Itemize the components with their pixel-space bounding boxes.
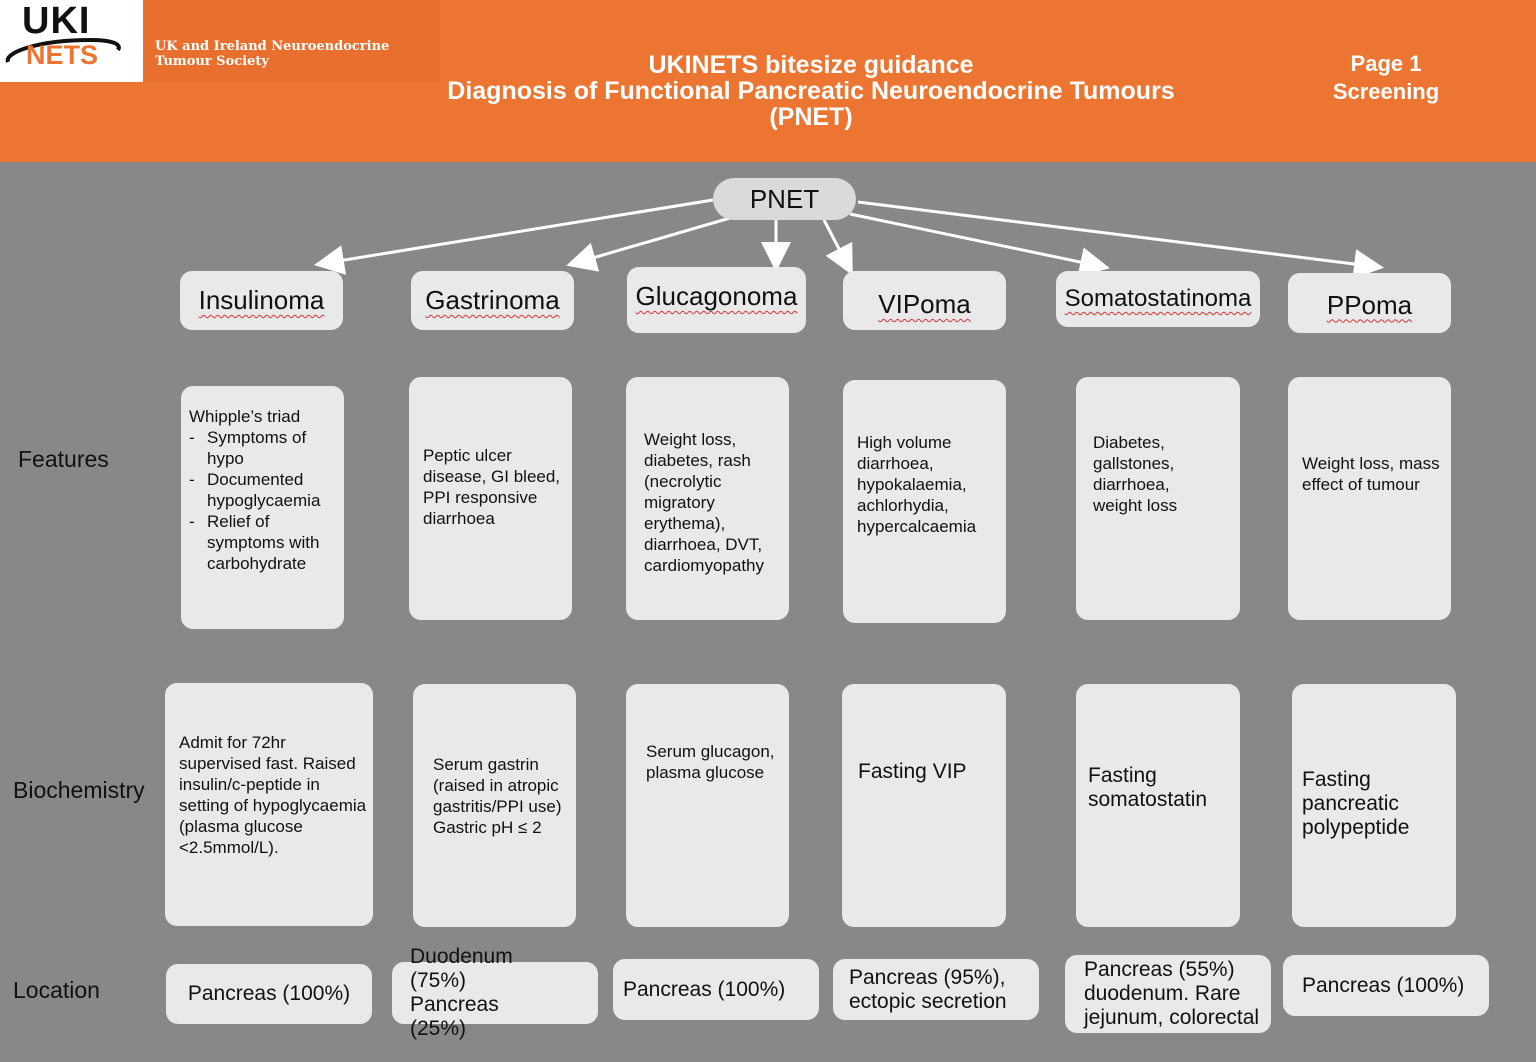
features-vipoma: High volume diarrhoea, hypokalaemia, ach…	[843, 380, 1006, 623]
arrow-to-ppoma	[857, 200, 1384, 279]
features-ppoma: Weight loss, mass effect of tumour	[1288, 377, 1451, 620]
location-insulinoma: Pancreas (100%)	[166, 964, 372, 1024]
page-section: Screening	[1332, 79, 1440, 104]
tumour-name-insulinoma: Insulinoma	[180, 271, 343, 330]
pnet-root-node: PNET	[713, 178, 856, 220]
logo-uki-text: UKI	[22, 0, 91, 42]
features-insulinoma-list: Symptoms of hypo Documented hypoglycaemi…	[189, 427, 338, 574]
row-label-location: Location	[13, 977, 100, 1003]
page-title: UKINETS bitesize guidance Diagnosis of F…	[400, 52, 1222, 130]
tumour-name-glucagonoma: Glucagonoma	[627, 267, 806, 333]
title-line-3: (PNET)	[769, 103, 853, 131]
row-label-biochemistry: Biochemistry	[13, 777, 145, 803]
biochemistry-insulinoma: Admit for 72hr supervised fast. Raised i…	[165, 683, 373, 926]
features-insulinoma-heading: Whipple’s triad	[189, 407, 301, 426]
tumour-name-somatostatinoma: Somatostatinoma	[1056, 271, 1260, 327]
page-number: Page 1	[1350, 51, 1422, 76]
society-band	[143, 0, 440, 82]
features-gastrinoma: Peptic ulcer disease, GI bleed, PPI resp…	[409, 377, 572, 620]
tumour-name-ppoma: PPoma	[1288, 273, 1451, 333]
society-name: UK and Ireland Neuroendocrine Tumour Soc…	[155, 39, 390, 69]
location-vipoma: Pancreas (95%), ectopic secretion	[833, 959, 1039, 1020]
arrow-to-somatostatinoma	[849, 212, 1110, 277]
page-indicator: Page 1 Screening	[1296, 50, 1476, 106]
location-somatostatinoma: Pancreas (55%) duodenum. Rare jejunum, c…	[1065, 955, 1271, 1033]
list-item: Documented hypoglycaemia	[189, 469, 338, 511]
features-insulinoma: Whipple’s triad Symptoms of hypo Documen…	[181, 386, 344, 629]
features-somatostatinoma: Diabetes, gallstones, diarrhoea, weight …	[1076, 377, 1240, 620]
title-line-1: UKINETS bitesize guidance	[648, 51, 974, 79]
arrow-to-insulinoma	[314, 198, 714, 275]
ukinets-logo: UKI NETS	[0, 0, 143, 82]
biochemistry-glucagonoma: Serum glucagon, plasma glucose	[626, 684, 789, 927]
logo-nets-text: NETS	[26, 40, 99, 70]
list-item: Relief of symptoms with carbohydrate	[189, 511, 338, 574]
logo-swoosh-icon	[5, 37, 121, 63]
tumour-name-vipoma: VIPoma	[843, 271, 1006, 330]
arrow-to-gastrinoma	[566, 216, 731, 272]
title-line-2: Diagnosis of Functional Pancreatic Neuro…	[447, 77, 1175, 105]
location-ppoma: Pancreas (100%)	[1283, 955, 1489, 1016]
tumour-name-gastrinoma: Gastrinoma	[411, 271, 574, 330]
list-item: Symptoms of hypo	[189, 427, 338, 469]
row-label-features: Features	[18, 446, 109, 472]
biochemistry-ppoma: Fasting pancreatic polypeptide	[1292, 684, 1456, 927]
location-glucagonoma: Pancreas (100%)	[613, 959, 819, 1020]
biochemistry-gastrinoma: Serum gastrin (raised in atropic gastrit…	[413, 684, 576, 927]
header-banner: UKI NETS UK and Ireland Neuroendocrine T…	[0, 0, 1536, 162]
location-gastrinoma: Duodenum (75%) Pancreas (25%)	[392, 945, 598, 1040]
biochemistry-somatostatinoma: Fasting somatostatin	[1076, 684, 1240, 927]
biochemistry-vipoma: Fasting VIP	[842, 684, 1006, 927]
features-glucagonoma: Weight loss, diabetes, rash (necrolytic …	[626, 377, 789, 620]
arrow-to-vipoma	[822, 219, 853, 276]
